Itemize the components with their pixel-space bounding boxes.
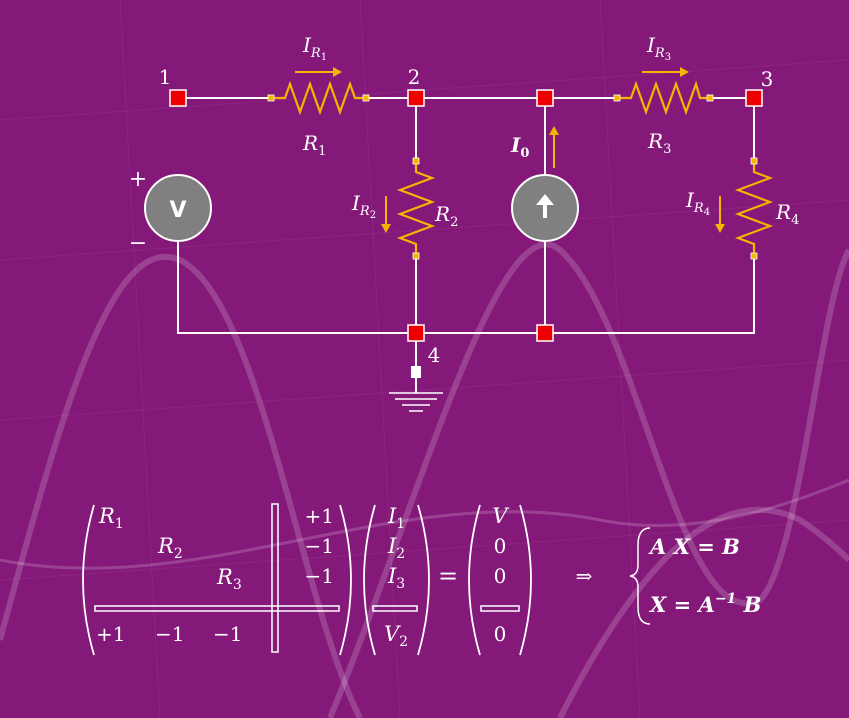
label-ir2: IR2 [351,191,376,221]
system-eq-2: X = A−1 B [648,591,761,617]
node-4[interactable] [407,324,425,342]
unknown-i1: I1 [387,504,405,532]
voltage-source-symbol: V [169,198,186,223]
voltage-source[interactable]: V [144,174,212,242]
matrix-equation [82,503,651,656]
node-label-2: 2 [408,65,421,89]
unknown-v2: V2 [384,622,408,650]
label-r2: R2 [434,202,458,230]
matrix-r2: R2 [157,534,183,562]
implies-arrow: ⇒ [576,564,593,588]
label-r4: R4 [775,200,799,228]
resistor-r2[interactable] [396,157,436,260]
matrix-col-1: −1 [305,534,334,558]
matrix-r3: R3 [216,565,242,593]
node-junction-top[interactable] [536,89,554,107]
ground-terminal [411,366,421,378]
label-i0: I0 [510,133,529,161]
matrix-col-0: +1 [305,504,334,528]
plus-sign: + [129,167,147,192]
node-label-3: 3 [761,67,774,91]
ground-icon [389,392,443,412]
matrix-col-2: −1 [305,564,334,588]
current-arrows [295,67,725,233]
equals-sign: = [438,562,458,590]
rhs-1: 0 [494,534,507,558]
system-eq-1: A X = B [648,534,740,559]
current-source[interactable] [511,174,579,242]
label-r1: R1 [302,131,326,159]
node-label-4: 4 [428,343,441,367]
matrix-row-0: +1 [96,622,125,646]
label-ir4: IR4 [685,188,710,218]
arrow-up-icon [536,194,554,218]
node-label-1: 1 [159,65,172,89]
label-r3: R3 [647,129,671,157]
label-ir3: IR3 [646,33,671,63]
matrix-row-2: −1 [213,622,242,646]
matrix-r1: R1 [98,504,124,532]
resistor-r1[interactable] [267,80,370,116]
matrix-row-1: −1 [155,622,184,646]
node-junction-bottom[interactable] [536,324,554,342]
label-ir1: IR1 [302,33,327,63]
minus-sign: − [129,231,147,256]
node-3[interactable] [745,89,763,107]
unknown-i2: I2 [387,534,405,562]
resistor-r3[interactable] [613,80,714,116]
nodes [169,89,763,378]
rhs-0: V [492,504,509,528]
rhs-3: 0 [494,622,507,646]
unknown-i3: I3 [387,564,405,592]
resistor-r4[interactable] [734,157,774,260]
rhs-2: 0 [494,564,507,588]
node-1[interactable] [169,89,187,107]
node-2[interactable] [407,89,425,107]
